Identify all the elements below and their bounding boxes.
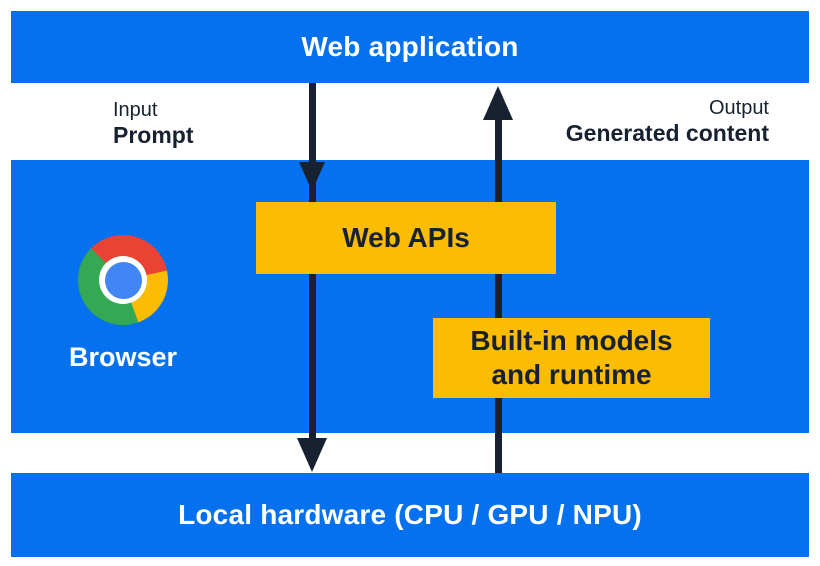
chrome-blue-center [104, 261, 142, 299]
hardware-down-arrowhead-icon [297, 438, 327, 472]
input-prompt-label: Input Prompt [113, 98, 194, 148]
prompt-label: Prompt [113, 122, 194, 148]
generated-up-arrow-line [495, 112, 502, 473]
local-hardware-label: Local hardware (CPU / GPU / NPU) [178, 499, 642, 530]
web-application-label: Web application [301, 31, 519, 62]
builtin-models-label-line1: Built-in models [470, 325, 673, 356]
chrome-logo-icon [78, 235, 168, 325]
output-label: Output [708, 97, 769, 119]
web-apis-label: Web APIs [342, 222, 470, 253]
browser-label: Browser [68, 342, 178, 372]
local-hardware-band: Local hardware (CPU / GPU / NPU) [11, 473, 809, 557]
output-generated-label: Output Generated content [566, 96, 769, 146]
generated-content-label: Generated content [565, 120, 769, 146]
web-apis-box: Web APIs [256, 202, 556, 274]
input-label: Input [113, 99, 158, 121]
generated-up-arrowhead-icon [483, 86, 513, 120]
web-application-band: Web application [11, 11, 809, 83]
builtin-models-box: Built-in models and runtime [433, 318, 710, 398]
builtin-models-label-line2: and runtime [491, 359, 652, 390]
prompt-down-arrowhead-icon [299, 162, 325, 191]
